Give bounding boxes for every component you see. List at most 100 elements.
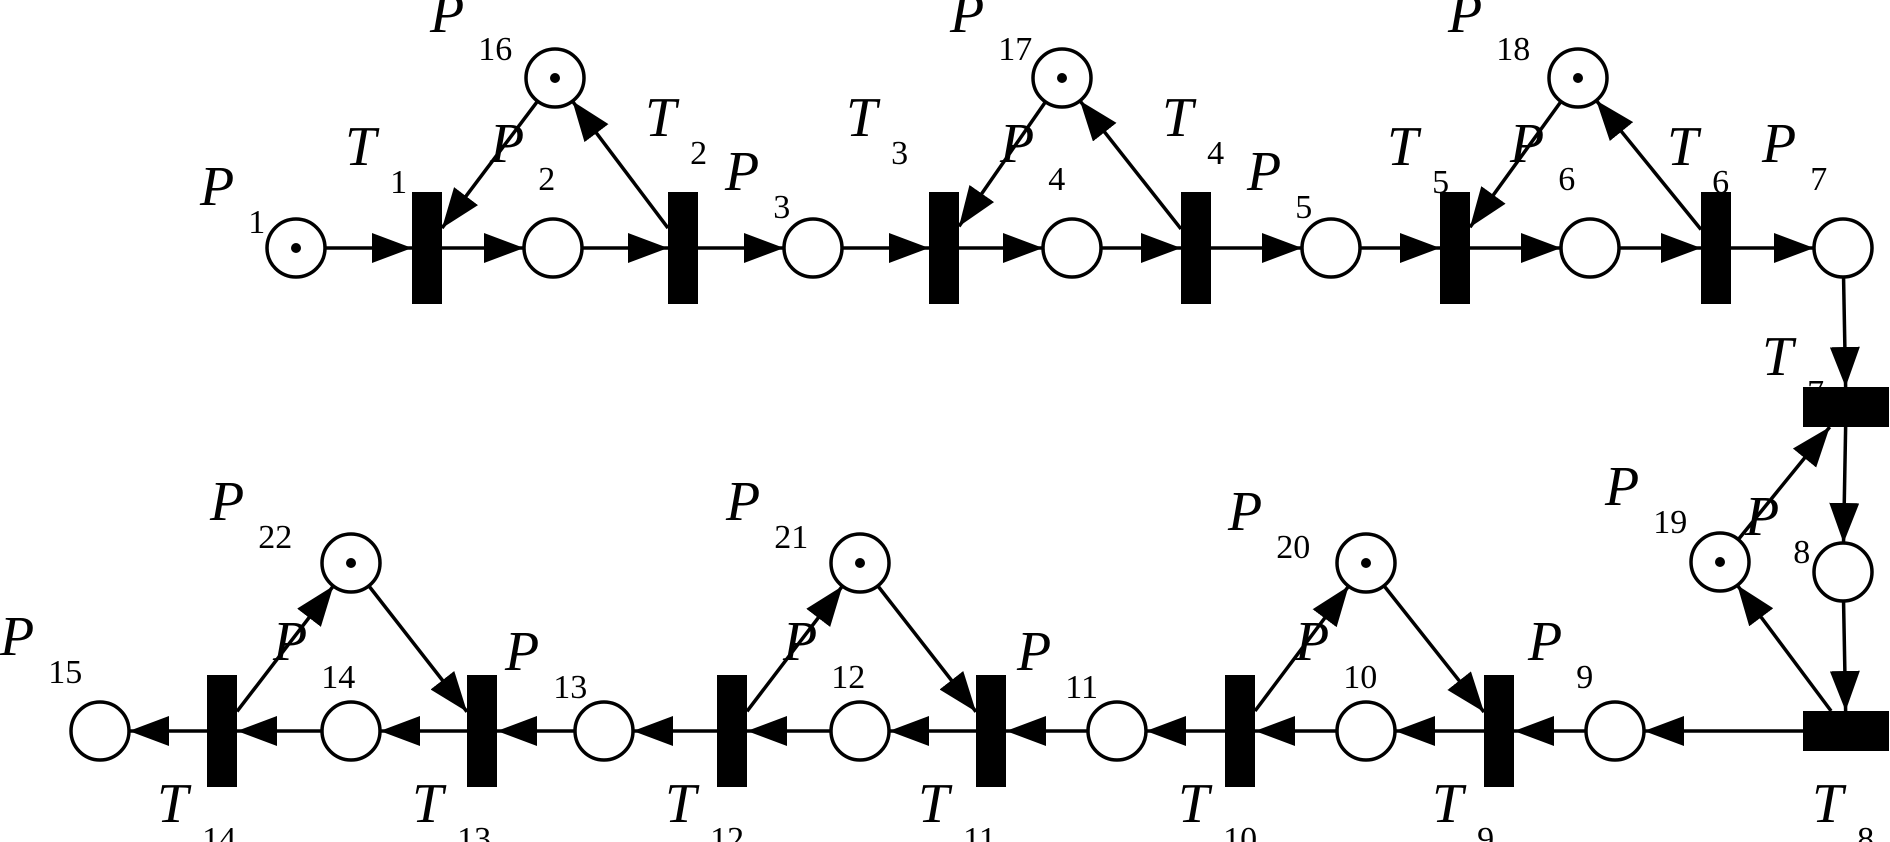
transition-label-subscript: 2	[690, 135, 707, 172]
place-p2	[522, 217, 584, 279]
place-p22	[320, 532, 382, 594]
place-label-p19: P 19	[1604, 456, 1687, 541]
place-p20	[1335, 532, 1397, 594]
token-dot	[346, 558, 356, 568]
place-p8	[1812, 541, 1874, 603]
place-label-subscript: 9	[1576, 659, 1593, 696]
transition-label-subscript: 14	[202, 821, 236, 842]
transition-label-subscript: 10	[1223, 821, 1257, 842]
transition-t4	[1181, 192, 1211, 304]
token-dot	[855, 558, 865, 568]
transition-t6	[1701, 192, 1731, 304]
place-label-letter: P	[504, 621, 539, 683]
transition-t9	[1484, 675, 1514, 787]
transition-t14	[207, 675, 237, 787]
place-label-subscript: 2	[538, 161, 555, 198]
place-p1	[265, 217, 327, 279]
transition-t10	[1225, 675, 1255, 787]
place-p9	[1584, 700, 1646, 762]
place-label-p13: P 13	[504, 621, 587, 706]
arc-T7-to-P8	[1829, 426, 1860, 544]
place-label-subscript: 17	[998, 31, 1032, 68]
token-dot	[291, 243, 301, 253]
place-label-p10: P10	[1294, 611, 1377, 696]
place-label-p5: P5	[1246, 141, 1312, 226]
transition-label-t11: T11	[918, 773, 996, 842]
place-circle	[1584, 700, 1646, 762]
place-label-p8: P8	[1744, 486, 1810, 571]
arc-T10-to-P20	[1253, 585, 1350, 713]
transition-label-t3: T3	[846, 87, 908, 172]
transition-t8	[1803, 711, 1889, 751]
transition-label-t4: T4	[1162, 87, 1224, 172]
arc-P19-to-T7	[1736, 425, 1832, 541]
place-label-subscript: 3	[773, 189, 790, 226]
place-label-subscript: 19	[1653, 504, 1687, 541]
arc-P20-to-T9	[1382, 584, 1486, 714]
arc-P7-to-T7	[1829, 276, 1860, 388]
transition-t13	[467, 675, 497, 787]
place-label-p6: P6	[1509, 113, 1575, 198]
place-label-letter: P	[999, 113, 1034, 175]
place-label-letter: P	[725, 471, 760, 533]
place-label-subscript: 13	[553, 669, 587, 706]
transition-label-letter: T	[1162, 87, 1197, 149]
place-label-letter: P	[429, 0, 464, 45]
place-label-subscript: 22	[258, 519, 292, 556]
transition-label-subscript: 9	[1477, 821, 1494, 842]
place-label-p14: P14	[272, 611, 355, 696]
place-label-letter: P	[1744, 486, 1779, 548]
place-circle	[829, 700, 891, 762]
place-label-letter: P	[0, 606, 34, 668]
place-label-p21: P21	[725, 471, 808, 556]
place-label-letter: P	[1016, 621, 1051, 683]
transition-t1	[412, 192, 442, 304]
place-p10	[1335, 700, 1397, 762]
place-label-p1: P1	[199, 156, 265, 241]
place-label-letter: P	[1604, 456, 1639, 518]
place-p13	[573, 700, 635, 762]
place-p19	[1689, 531, 1751, 593]
place-p21	[829, 532, 891, 594]
transition-label-letter: T	[846, 87, 881, 149]
transitions	[207, 192, 1889, 787]
place-p16	[524, 47, 586, 109]
place-label-subscript: 6	[1558, 161, 1575, 198]
place-label-subscript: 12	[831, 659, 865, 696]
place-label-subscript: 11	[1065, 669, 1098, 706]
transition-t7	[1803, 387, 1889, 427]
transition-t12	[717, 675, 747, 787]
token-dot	[550, 73, 560, 83]
transition-t11	[976, 675, 1006, 787]
transition-label-subscript: 11	[963, 821, 996, 842]
place-label-letter: P	[724, 141, 759, 203]
place-label-p18: P18	[1447, 0, 1530, 68]
transition-label-subscript: 5	[1432, 164, 1449, 201]
transition-t2	[668, 192, 698, 304]
place-label-subscript: 1	[248, 204, 265, 241]
place-label-subscript: 16	[478, 31, 512, 68]
place-p12	[829, 700, 891, 762]
place-circle	[1086, 700, 1148, 762]
token-dot	[1361, 558, 1371, 568]
arc-P8-to-T8	[1829, 600, 1860, 712]
transition-label-subscript: 4	[1207, 135, 1224, 172]
arc-T12-to-P21	[745, 585, 844, 713]
place-circle	[1300, 217, 1362, 279]
transition-label-subscript: 13	[457, 821, 491, 842]
place-label-p11: P 11	[1016, 621, 1098, 706]
transition-label-t13: T13	[412, 773, 491, 842]
place-label-letter: P	[1761, 113, 1796, 175]
place-circle	[782, 217, 844, 279]
place-circle	[320, 700, 382, 762]
place-label-letter: P	[272, 611, 307, 673]
place-label-letter: P	[489, 113, 524, 175]
transition-label-letter: T	[1667, 116, 1702, 178]
transition-label-letter: T	[345, 116, 380, 178]
token-dot	[1057, 73, 1067, 83]
arc-T8-to-P19	[1735, 584, 1833, 713]
transition-label-t10: T10	[1178, 773, 1257, 842]
place-p18	[1547, 47, 1609, 109]
